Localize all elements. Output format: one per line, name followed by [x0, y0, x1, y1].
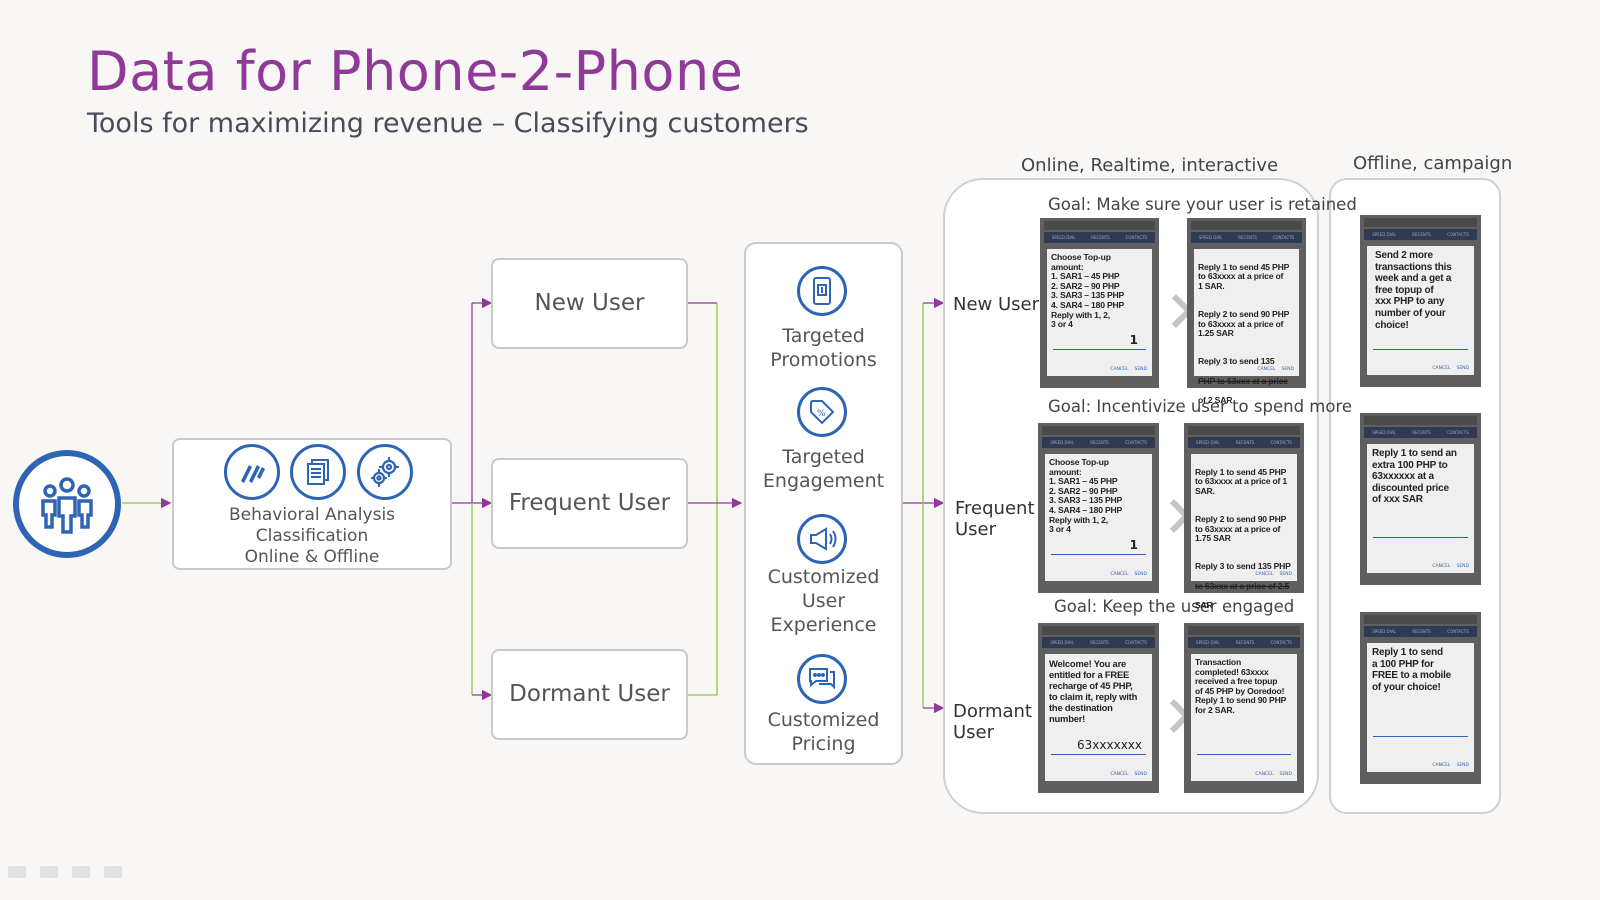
cancel-button[interactable]: CANCEL — [1110, 572, 1129, 577]
section-online-heading: Online, Realtime, interactive — [1021, 155, 1279, 176]
section-offline-heading: Offline, campaign — [1353, 153, 1513, 174]
sms-text: Reply 1 to send 45 PHP to 63xxxx at a pr… — [1198, 261, 1290, 405]
send-button[interactable]: SEND — [1281, 367, 1294, 372]
chat-pricing-icon — [797, 654, 847, 704]
page-subtitle: Tools for maximizing revenue – Classifyi… — [87, 108, 809, 139]
slide-nav-controls[interactable] — [8, 866, 122, 878]
row-label-dormant-user: Dormant User — [953, 701, 1032, 743]
segment-dormant-user-box — [491, 649, 688, 740]
tool-targeted-promotions: Targeted Promotions — [770, 325, 877, 371]
row-label-new-user: New User — [953, 294, 1040, 315]
sms-text: Transaction completed! 63xxxx received a… — [1195, 657, 1287, 715]
pen-icon[interactable] — [40, 866, 58, 878]
segment-frequent-user-label: Frequent User — [508, 490, 671, 516]
discount-tag-icon: % — [797, 387, 847, 437]
cancel-button[interactable]: CANCEL — [1255, 772, 1274, 777]
cancel-button[interactable]: CANCEL — [1110, 367, 1129, 372]
tool-customized-pricing: Customized Pricing — [767, 709, 880, 755]
row-label-frequent-user: Frequent User — [955, 498, 1035, 540]
svg-text:%: % — [817, 409, 826, 419]
menu-icon[interactable] — [72, 866, 90, 878]
cancel-button[interactable]: CANCEL — [1432, 763, 1451, 768]
reply-input[interactable]: 1 — [1129, 333, 1138, 347]
sms-text: Reply 1 to send a 100 PHP for FREE to a … — [1372, 647, 1452, 693]
send-button[interactable]: SEND — [1279, 572, 1292, 577]
segment-new-user-label: New User — [534, 290, 645, 316]
segment-frequent-user-box — [491, 458, 688, 549]
analysis-line-2: Classification — [255, 526, 369, 546]
cancel-button[interactable]: CANCEL — [1257, 367, 1276, 372]
sms-text: Send 2 more transactions this week and a… — [1375, 250, 1452, 331]
analysis-text: Behavioral Analysis Classification Onlin… — [172, 505, 452, 568]
analysis-line-3: Online & Offline — [244, 547, 380, 567]
cancel-button[interactable]: CANCEL — [1110, 772, 1129, 777]
send-button[interactable]: SEND — [1279, 772, 1292, 777]
customers-icon — [13, 450, 121, 558]
send-button[interactable]: SEND — [1134, 772, 1147, 777]
phone-promotion-icon — [797, 266, 847, 316]
segment-dormant-user-label: Dormant User — [509, 681, 670, 707]
cancel-button[interactable]: CANCEL — [1255, 572, 1274, 577]
send-button[interactable]: SEND — [1456, 366, 1469, 371]
reply-input[interactable]: 63xxxxxxx — [1077, 738, 1142, 752]
sms-text: Reply 1 to send 45 PHP to 63xxxx at a pr… — [1195, 466, 1291, 610]
segment-new-user-box — [491, 258, 688, 349]
next-slide-icon[interactable] — [104, 866, 122, 878]
cancel-button[interactable]: CANCEL — [1432, 366, 1451, 371]
reply-input[interactable]: 1 — [1129, 538, 1138, 552]
goal-new-user: Goal: Make sure your user is retained — [1048, 195, 1357, 214]
tool-targeted-engagement: Targeted Engagement — [762, 446, 885, 492]
analysis-line-1: Behavioral Analysis — [228, 505, 396, 525]
tool-customized-user-experience: Customized User Experience — [767, 566, 880, 636]
cancel-button[interactable]: CANCEL — [1432, 564, 1451, 569]
sms-text: Reply 1 to send an extra 100 PHP to 63xx… — [1372, 448, 1457, 506]
sms-text: Choose Top-up amount: 1. SAR1 – 45 PHP 2… — [1051, 252, 1125, 330]
documents-icon — [290, 444, 346, 500]
analytics-icon — [224, 444, 280, 500]
goal-frequent-user: Goal: Incentivize user to spend more — [1048, 397, 1353, 416]
send-button[interactable]: SEND — [1134, 367, 1147, 372]
megaphone-icon — [797, 514, 847, 564]
goal-dormant-user: Goal: Keep the user engaged — [1054, 597, 1295, 616]
send-button[interactable]: SEND — [1456, 564, 1469, 569]
page-title: Data for Phone-2-Phone — [87, 40, 744, 103]
send-button[interactable]: SEND — [1456, 763, 1469, 768]
sms-text: Welcome! You are entitled for a FREE rec… — [1049, 658, 1138, 724]
prev-slide-icon[interactable] — [8, 866, 26, 878]
send-button[interactable]: SEND — [1134, 572, 1147, 577]
sms-text: Choose Top-up amount: 1. SAR1 – 45 PHP 2… — [1049, 457, 1123, 535]
gears-icon — [357, 444, 413, 500]
